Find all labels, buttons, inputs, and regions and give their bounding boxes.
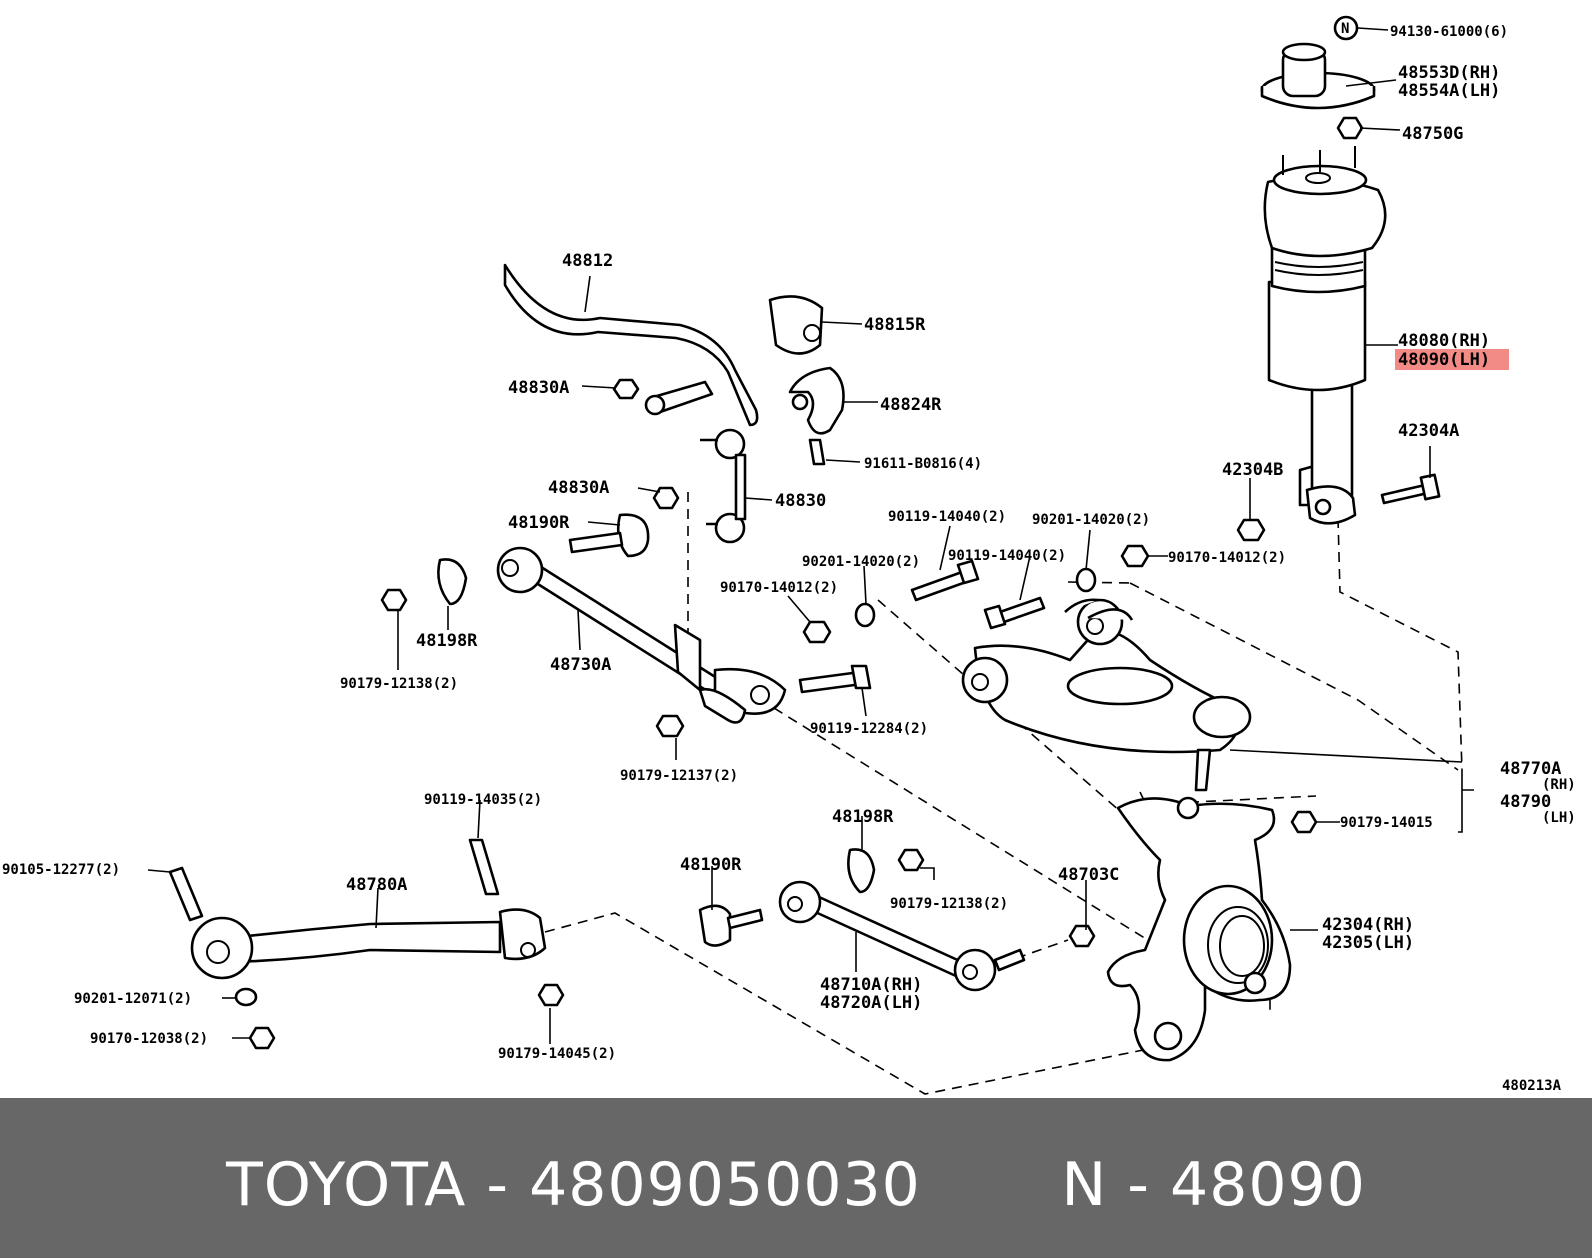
- assembly-dashed-lines: [544, 492, 1463, 1095]
- label-90170-12038: 90170-12038(2): [90, 1031, 208, 1047]
- label-94130-61000: 94130-61000(6): [1390, 24, 1508, 40]
- label-90201-14020-b: 90201-14020(2): [802, 554, 920, 570]
- label-90179-14015: 90179-14015: [1340, 815, 1433, 831]
- label-90179-12137: 90179-12137(2): [620, 768, 738, 784]
- note-badge-circle: [1333, 15, 1359, 41]
- label-90201-14020-a: 90201-14020(2): [1032, 512, 1150, 528]
- label-48190r-upper: 48190R: [508, 513, 570, 533]
- label-90170-14012-b: 90170-14012(2): [1168, 550, 1286, 566]
- label-48710a: 48710A(RH): [820, 975, 922, 995]
- footer-part-caption: TOYOTA - 4809050030 N - 48090: [226, 1150, 1366, 1220]
- label-48790-lh: (LH): [1542, 810, 1576, 826]
- leader-lines: [147, 27, 1474, 1044]
- label-48812: 48812: [562, 251, 613, 271]
- parts-diagram: N 94130-61000(6) 48553D(RH) 48554A(LH) 4…: [2, 15, 1576, 1095]
- label-91611-b0816: 91611-B0816(4): [864, 456, 982, 472]
- label-42304a: 42304A: [1398, 421, 1459, 441]
- label-48190r-lower: 48190R: [680, 855, 742, 875]
- strut-bolts: [1236, 473, 1441, 542]
- label-90119-12284: 90119-12284(2): [810, 721, 928, 737]
- label-48770a: 48770A: [1500, 759, 1561, 779]
- label-90119-14040-a: 90119-14040(2): [888, 509, 1006, 525]
- label-90170-14012-a: 90170-14012(2): [720, 580, 838, 596]
- top-mount: [1260, 15, 1376, 140]
- label-48554a: 48554A(LH): [1398, 81, 1500, 101]
- label-90179-12138-a: 90179-12138(2): [340, 676, 458, 692]
- rod-48710a: [698, 848, 1096, 992]
- label-48830: 48830: [775, 491, 826, 511]
- label-90179-14045: 90179-14045(2): [498, 1046, 616, 1062]
- label-48830a-lower: 48830A: [548, 478, 609, 498]
- label-48730a: 48730A: [550, 655, 611, 675]
- label-42304b: 42304B: [1222, 460, 1283, 480]
- stabilizer-link: [652, 428, 747, 544]
- label-48824r: 48824R: [880, 395, 942, 415]
- upper-arm-48770a: [961, 598, 1252, 792]
- highlight-48090: [1395, 349, 1509, 370]
- label-90201-12071: 90201-12071(2): [74, 991, 192, 1007]
- label-48703c: 48703C: [1058, 865, 1119, 885]
- label-90179-12138-b: 90179-12138(2): [890, 896, 1008, 912]
- label-48198r-lower: 48198R: [832, 807, 894, 827]
- label-48770a-rh: (RH): [1542, 777, 1576, 793]
- label-48198r-upper: 48198R: [416, 631, 478, 651]
- label-90119-14035: 90119-14035(2): [424, 792, 542, 808]
- label-48720a: 48720A(LH): [820, 993, 922, 1013]
- air-strut: [1263, 146, 1387, 525]
- label-480213a: 480213A: [1502, 1078, 1562, 1094]
- label-42304: 42304(RH): [1322, 915, 1414, 935]
- label-90119-14040-b: 90119-14040(2): [948, 548, 1066, 564]
- label-48815r: 48815R: [864, 315, 926, 335]
- label-48080: 48080(RH): [1398, 331, 1490, 351]
- label-42305: 42305(LH): [1322, 933, 1414, 953]
- label-48090: 48090(LH): [1398, 350, 1490, 370]
- upper-arm-bolts: [798, 544, 1150, 694]
- label-48750g: 48750G: [1402, 124, 1463, 144]
- label-48553d: 48553D(RH): [1398, 63, 1500, 83]
- part-labels: N 94130-61000(6) 48553D(RH) 48554A(LH) 4…: [2, 21, 1576, 1094]
- footer-banner: TOYOTA - 4809050030 N - 48090: [0, 1098, 1592, 1258]
- label-48790: 48790: [1500, 792, 1551, 812]
- label-48830a-upper: 48830A: [508, 378, 569, 398]
- rod-48780a: [168, 838, 565, 1050]
- label-90105-12277: 90105-12277(2): [2, 862, 120, 878]
- stabilizer-bar: [503, 263, 759, 427]
- note-badge: N: [1341, 21, 1349, 37]
- label-48780a: 48780A: [346, 875, 407, 895]
- stabilizer-bushing: [768, 295, 845, 466]
- steering-knuckle: [1106, 796, 1318, 1062]
- rod-48730a: [380, 513, 787, 738]
